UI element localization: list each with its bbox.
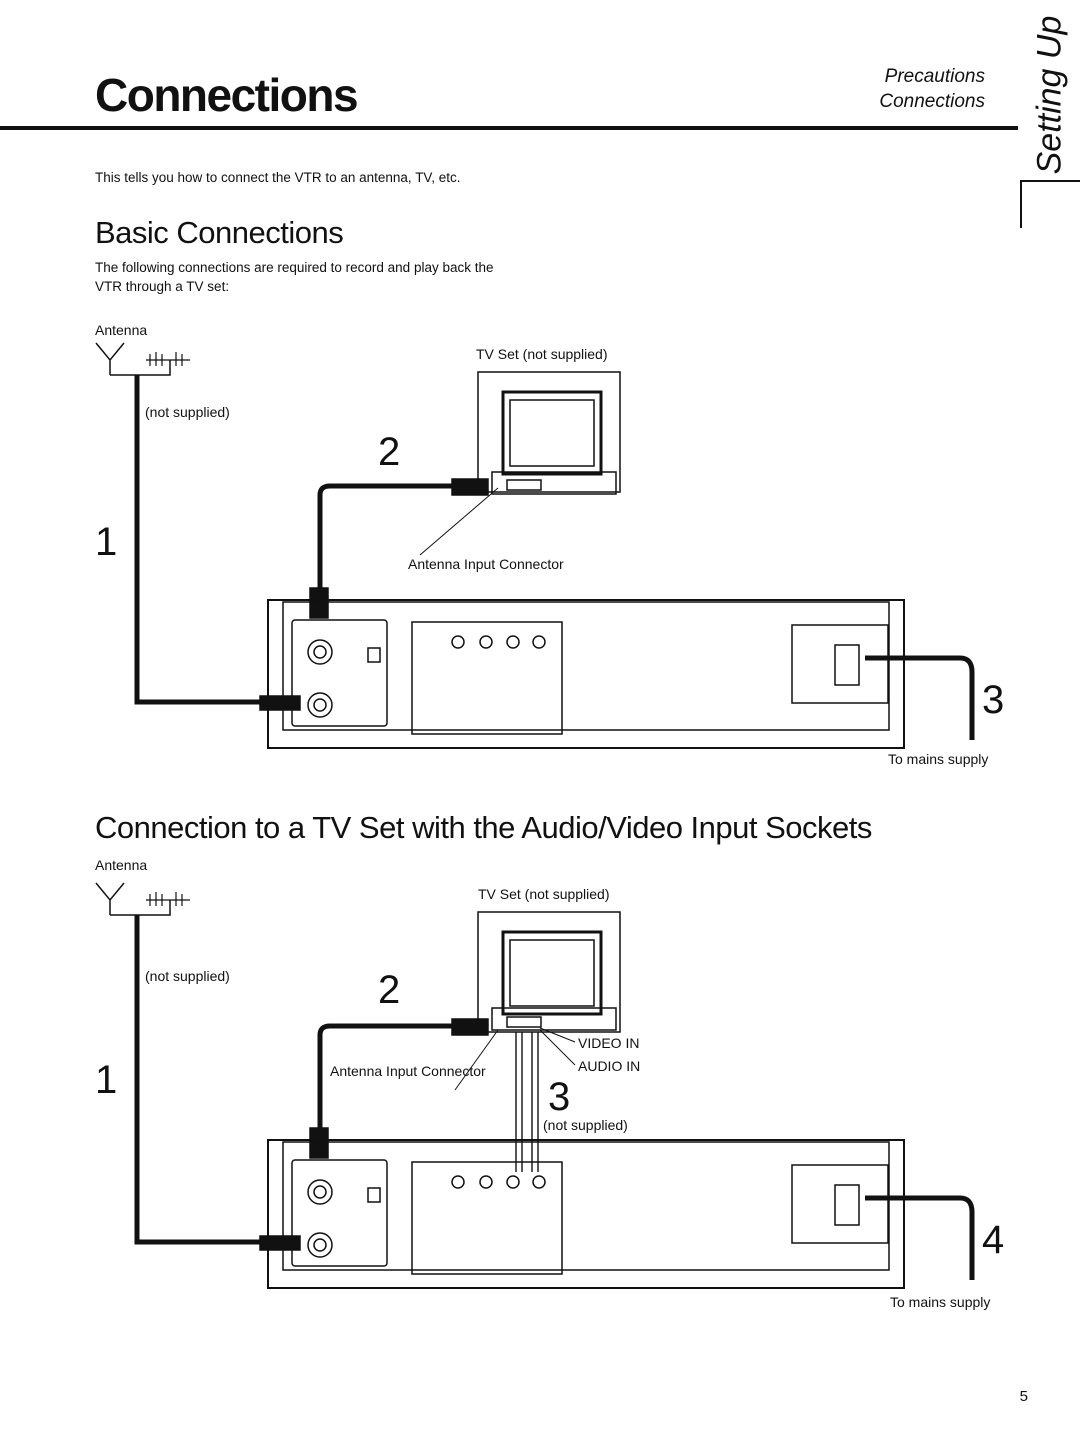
av-cable-label: (not supplied) (145, 968, 230, 984)
basic-description: The following connections are required t… (95, 260, 494, 294)
section-tab-box (1020, 180, 1080, 228)
av-antenna-label: Antenna (95, 857, 148, 873)
basic-step-1: 1 (95, 520, 118, 564)
section-tab[interactable]: Setting Up (1020, 16, 1080, 175)
av-antenna-input-label: Antenna Input Connector (330, 1063, 486, 1079)
page-title: Connections (95, 69, 359, 121)
av-tv-label: TV Set (not supplied) (478, 886, 610, 902)
header-rule (0, 126, 1018, 130)
av-step-3: 3 (548, 1075, 571, 1119)
breadcrumb-precautions[interactable]: Precautions (884, 66, 985, 87)
av-step-2: 2 (378, 968, 401, 1012)
av-audio-in-label: AUDIO IN (578, 1058, 641, 1074)
basic-diagram (95, 342, 975, 749)
basic-cable-label: (not supplied) (145, 404, 230, 420)
basic-heading: Basic Connections (95, 215, 344, 250)
av-step-1: 1 (95, 1058, 118, 1102)
intro-text: This tells you how to connect the VTR to… (95, 170, 461, 185)
av-diagram (95, 882, 975, 1289)
av-mains-label: To mains supply (890, 1294, 991, 1310)
basic-step-3: 3 (982, 678, 1005, 722)
basic-tv-label: TV Set (not supplied) (476, 346, 608, 362)
basic-antenna-label: Antenna (95, 322, 148, 338)
av-video-in-label: VIDEO IN (578, 1035, 640, 1051)
basic-antenna-input-label: Antenna Input Connector (408, 556, 564, 572)
av-heading: Connection to a TV Set with the Audio/Vi… (95, 810, 872, 845)
basic-mains-label: To mains supply (888, 751, 989, 767)
breadcrumb-connections[interactable]: Connections (879, 91, 985, 112)
section-tab-label: Setting Up (1030, 15, 1069, 175)
av-step-4: 4 (982, 1218, 1005, 1262)
av-av-cable-label: (not supplied) (543, 1117, 628, 1133)
basic-step-2: 2 (378, 430, 401, 474)
page-number: 5 (1019, 1388, 1028, 1405)
